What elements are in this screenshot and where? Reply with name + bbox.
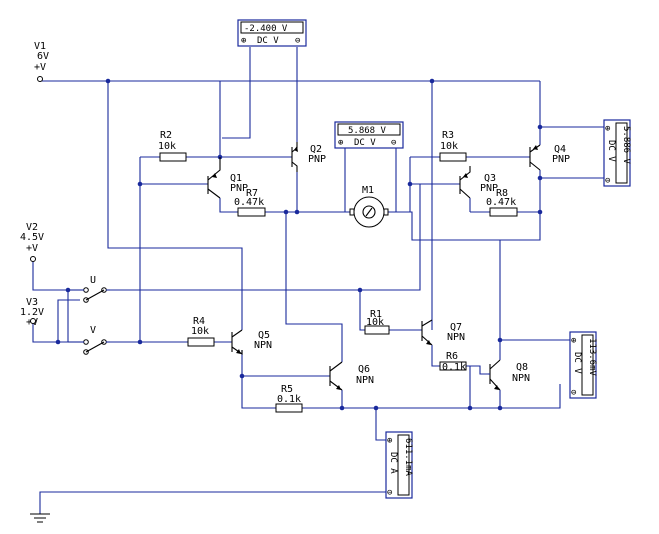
transistor-q2-type: PNP [308,154,326,165]
transistor-q6-name: Q6 [358,364,370,375]
resistor-r6-value-visible: 0.1k [442,362,466,373]
wires [32,47,610,512]
transistor-q8-type: NPN [512,373,530,384]
motor-m1-name: M1 [362,185,374,196]
switch-v-label: V [90,325,96,336]
resistor-r5[interactable]: R5 0.1k [275,384,303,413]
transistor-q7[interactable]: Q7 NPN [421,319,465,346]
source-v1-terminal [37,76,43,82]
transistor-q4[interactable]: Q4 PNP [529,144,570,171]
source-v1[interactable]: V1 6V +V [34,41,49,82]
source-v3[interactable]: V3 1.2V +V [20,297,44,328]
source-v2-terminal [30,256,36,262]
resistor-r1-value-visible: 10k [366,317,384,328]
transistor-q1[interactable]: Q1 PNP [207,157,248,199]
transistor-q7-type: NPN [447,332,465,343]
voltmeter-right-mode: DC V [606,140,616,162]
transistor-q2[interactable]: Q2 PNP [291,142,326,172]
ammeter-minus: ⊖ [387,488,392,498]
resistor-r2-value: 10k [158,141,176,152]
transistor-q4-type: PNP [552,154,570,165]
source-v3-terminal [30,318,36,324]
resistor-r5-name: R5 [281,384,293,395]
transistor-q5[interactable]: Q5 NPN [231,329,272,356]
resistor-r1[interactable]: R1 10k 10k [364,309,390,335]
switch-u-label: U [90,275,96,286]
transistor-q3-type: PNP [480,183,498,194]
transistor-q6[interactable]: Q6 NPN [329,361,374,391]
transistor-q7-name: Q7 [450,322,462,333]
transistor-q8-name: Q8 [516,362,528,373]
voltmeter-top[interactable]: -2.400 V ⊕ DC V ⊖ [237,19,307,47]
voltmeter-q8-plus: ⊕ [571,336,576,346]
voltmeter-right-reading: 5.886 V [621,126,631,165]
source-v2-polarity: +V [26,243,38,254]
junction-dots [55,78,543,411]
transistor-q5-type: NPN [254,340,272,351]
voltmeter-q8-mode: DC V [572,352,582,374]
switch-v[interactable]: V [68,325,110,355]
source-v1-polarity: +V [34,62,46,73]
voltmeter-q8-minus: ⊖ [571,388,576,398]
transistor-q1-name: Q1 [230,173,242,184]
ammeter-plus: ⊕ [387,436,392,446]
resistor-r6-name: R6 [446,351,458,362]
transistor-q2-name: Q2 [310,144,322,155]
resistor-r7[interactable]: R7 0.47k [234,188,266,217]
switch-u[interactable]: U [68,275,110,303]
source-v2-value: 4.5V [20,232,44,243]
voltmeter-m1-reading: 5.868 V [348,126,387,136]
voltmeter-right-minus: ⊖ [605,176,610,186]
voltmeter-q8-reading: 113.6mV [587,338,597,377]
source-v2[interactable]: V2 4.5V +V [20,222,44,262]
transistor-q4-name: Q4 [554,144,566,155]
resistor-r8-name: R8 [496,188,508,199]
transistor-q8[interactable]: Q8 NPN [488,359,530,391]
voltmeter-q8[interactable]: 113.6mV ⊕ DC V ⊖ [569,331,597,399]
voltmeter-top-plus: ⊕ [241,36,246,46]
resistor-r4[interactable]: R4 10k [187,316,215,347]
resistor-r4-value: 10k [191,326,209,337]
voltmeter-m1-plus: ⊕ [338,138,343,148]
voltmeter-right-plus: ⊕ [605,124,610,134]
resistor-r1-name: R1 [370,309,382,320]
source-v1-name: V1 [34,41,46,52]
voltmeter-m1[interactable]: 5.868 V ⊕ DC V ⊖ [334,121,404,149]
resistor-r3-name: R3 [442,130,454,141]
voltmeter-right[interactable]: 5.886 V ⊕ DC V ⊖ [603,119,631,187]
resistor-r8-value: 0.47k [486,197,516,208]
resistor-r7-value: 0.47k [234,197,264,208]
voltmeter-top-reading: -2.400 V [244,24,288,34]
ammeter-reading: 611.1mA [403,438,413,477]
ammeter[interactable]: 611.1mA ⊕ DC A ⊖ [385,431,413,499]
voltmeter-m1-minus: ⊖ [391,138,396,148]
resistor-r3[interactable]: R3 10k [439,130,467,162]
source-v3-name: V3 [26,297,38,308]
source-v3-value: 1.2V [20,307,44,318]
source-v2-name: V2 [26,222,38,233]
resistor-r6[interactable]: R6 0.1k 0.1k [439,351,467,373]
resistor-r2[interactable]: R2 10k [158,130,187,162]
voltmeter-top-minus: ⊖ [295,36,300,46]
resistor-r2-name: R2 [160,130,172,141]
source-v1-value: 6V [37,51,49,62]
transistor-q1-type: PNP [230,183,248,194]
transistor-q6-type: NPN [356,375,374,386]
ammeter-mode: DC A [388,452,398,474]
transistor-q3-name: Q3 [484,173,496,184]
resistor-r8[interactable]: R8 0.47k [486,188,518,217]
voltmeter-m1-mode: DC V [354,138,376,148]
motor-m1[interactable]: M1 [349,185,389,228]
voltmeter-top-mode: DC V [257,36,279,46]
transistor-q3[interactable]: Q3 PNP [459,166,498,199]
ground-icon [30,512,50,523]
resistor-r4-name: R4 [193,316,205,327]
resistor-r5-value: 0.1k [277,394,301,405]
transistor-q5-name: Q5 [258,330,270,341]
resistor-r3-value: 10k [440,141,458,152]
resistor-r7-name: R7 [246,188,258,199]
